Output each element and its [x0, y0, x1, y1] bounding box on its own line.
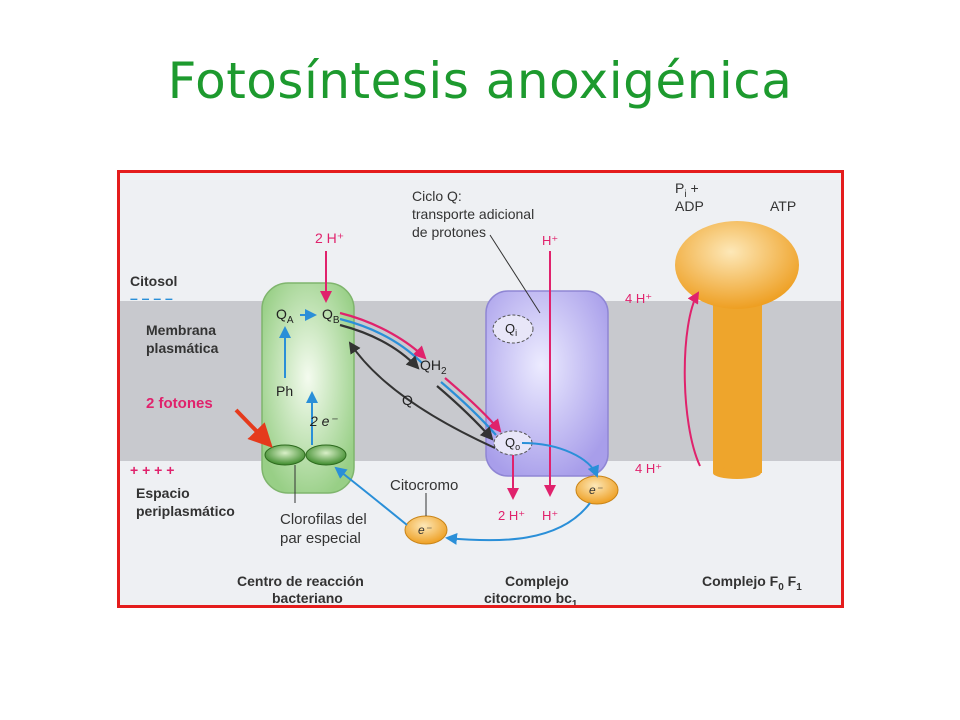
photons-label: 2 fotones	[146, 395, 213, 412]
bc1-proton-out-label-1: 2 H⁺	[498, 508, 525, 523]
qb-to-qh2-quinone	[339, 323, 420, 370]
cyt-to-cyt-electron	[445, 502, 591, 545]
qo-to-cyt-electron	[521, 442, 599, 478]
cyt-electron-label-1: e⁻	[589, 483, 604, 497]
membrane-label-1: Membrana	[146, 322, 216, 338]
bc1-name-2: citocromo bc1	[484, 590, 578, 605]
atp-proton-arrow	[683, 291, 701, 467]
periplasm-label-2: periplasmático	[136, 503, 235, 519]
cyt-to-chlorophyll-electron	[334, 466, 408, 526]
qi-label: Qi	[505, 321, 517, 338]
q-cycle-pointer	[489, 234, 541, 314]
chlorophyll-label-1: Clorofilas del	[280, 511, 367, 528]
atp-synthase-head	[675, 221, 799, 309]
photosynthesis-diagram: Citosol – – – – Membrana plasmática + + …	[120, 180, 841, 605]
chlorophyll-label-2: par especial	[280, 530, 361, 547]
qh2-to-qo-proton	[444, 377, 502, 433]
bc1-proton-out-label-2: H⁺	[542, 508, 558, 523]
qi-site	[492, 314, 534, 344]
periplasm-charge: + + + +	[130, 462, 174, 478]
q-label: Q	[402, 392, 413, 408]
chlorophyll-right	[305, 444, 347, 466]
q-cycle-label-1: Ciclo Q:	[412, 188, 462, 204]
atp-proton-top-label: 4 H⁺	[625, 291, 652, 306]
atp-synthase-base	[713, 467, 761, 479]
cytosol-label: Citosol	[130, 273, 177, 289]
rc-name-1: Centro de reacción	[237, 573, 364, 589]
slide-title: Fotosíntesis anoxigénica	[167, 52, 793, 110]
qb-to-qh2-proton	[339, 311, 427, 360]
rc-proton-label: 2 H⁺	[315, 230, 344, 246]
diagram-frame: Citosol – – – – Membrana plasmática + + …	[117, 170, 844, 608]
rc-electrons-label: 2 e⁻	[309, 413, 338, 429]
atp-synthase-name: Complejo F0 F1	[702, 573, 802, 593]
qh2-label: QH2	[420, 357, 447, 377]
ph-label: Ph	[276, 383, 293, 399]
photon-arrow	[234, 408, 273, 448]
bc1-name-1: Complejo	[505, 573, 569, 589]
bc1-proton-in-label: H⁺	[542, 233, 558, 248]
qb-label: QB	[322, 306, 340, 326]
cytosol-charge: – – – –	[130, 290, 173, 306]
cytochrome-label: Citocromo	[390, 477, 458, 494]
q-return-arrow	[348, 341, 496, 449]
q-cycle-label-2: transporte adicional	[412, 206, 534, 222]
chlorophyll-left	[264, 444, 306, 466]
q-cycle-label-3: de protones	[412, 224, 486, 240]
pi-label: Pi +	[675, 180, 699, 200]
membrane-label-2: plasmática	[146, 340, 219, 356]
rc-name-2: bacteriano	[272, 590, 343, 605]
periplasm-label-1: Espacio	[136, 485, 190, 501]
atp-proton-bottom-label: 4 H⁺	[635, 461, 662, 476]
qh2-to-qo-quinone	[436, 385, 494, 441]
adp-label: ADP	[675, 198, 704, 214]
atp-label: ATP	[770, 198, 796, 214]
qo-label: Qo	[505, 435, 520, 452]
cyt-electron-label-2: e⁻	[418, 523, 433, 537]
qa-label: QA	[276, 306, 294, 326]
